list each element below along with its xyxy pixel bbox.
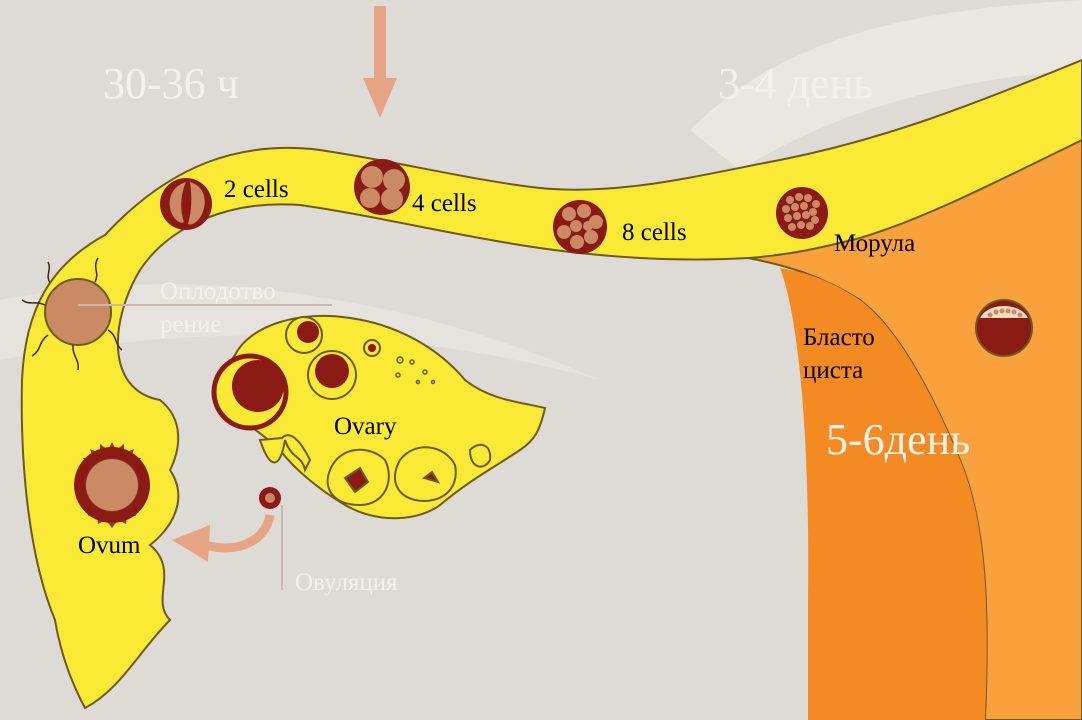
time-label-late: 5-6день	[826, 418, 970, 462]
two-cell-embryo	[160, 178, 212, 230]
ovulated-egg	[259, 487, 281, 509]
label-two-cells: 2 cells	[224, 177, 289, 202]
blastocyst-embryo	[976, 300, 1032, 356]
label-morula: Морула	[834, 231, 915, 256]
label-eight-cells: 8 cells	[622, 220, 687, 245]
label-ovulation: Овуляция	[295, 570, 398, 595]
follicle-small	[286, 317, 322, 353]
down-arrow-icon	[363, 6, 397, 118]
label-fertilization: Оплодотво рение	[160, 276, 276, 341]
follicle-dot	[368, 344, 376, 352]
time-label-mid: 3-4 день	[718, 62, 873, 106]
label-ovary: Ovary	[334, 414, 396, 439]
eight-cell-embryo	[553, 200, 607, 254]
four-cell-embryo	[354, 159, 410, 215]
curved-arrow-icon	[172, 515, 270, 562]
label-blastocyst: Бласто циста	[803, 322, 875, 387]
label-ovum: Ovum	[78, 533, 141, 558]
follicle-medium	[308, 351, 356, 399]
time-label-early: 30-36 ч	[103, 62, 239, 106]
morula-embryo	[776, 187, 828, 239]
label-four-cells: 4 cells	[412, 191, 477, 216]
follicle-large	[214, 356, 286, 428]
